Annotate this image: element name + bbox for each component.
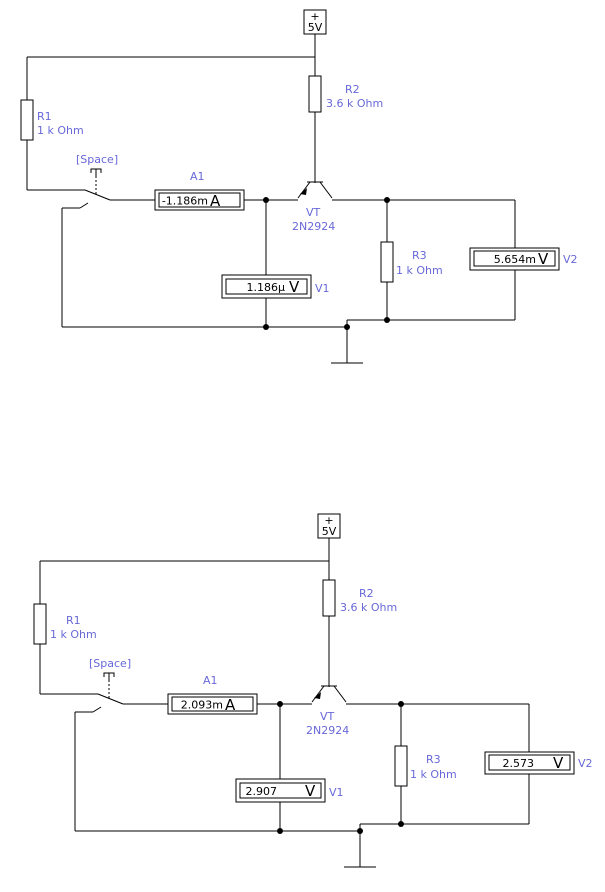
r2-name: R2 [359,587,374,600]
v1-reading: 1.186µ [247,281,286,294]
wires [39,538,530,868]
r2-value: 3.6 k Ohm [340,601,397,614]
r1-value: 1 k Ohm [37,124,84,137]
a1-reading: 2.093m [181,699,223,712]
a1-name: A1 [190,170,205,183]
r3-value: 1 k Ohm [410,768,457,781]
resistor-r3[interactable]: R3 1 k Ohm [394,745,457,787]
junction-dots [263,197,390,330]
voltmeter-v2[interactable]: 2.573 V V2 [484,751,593,775]
voltmeter-v1[interactable]: 1.186µ V V1 [221,274,330,299]
transistor-name: VT [320,710,335,723]
ammeter-a1[interactable]: A1 -1.186m A [154,170,245,211]
v1-unit: V [305,782,316,800]
switch-key-label: [Space] [89,657,131,670]
resistor-r3[interactable]: R3 1 k Ohm [380,241,443,283]
r2-value: 3.6 k Ohm [326,97,383,110]
r1-name: R1 [37,110,52,123]
ammeter-a1[interactable]: A1 2.093m A [167,674,258,715]
r1-name: R1 [66,614,81,627]
source-label: 5V [322,525,337,538]
v2-reading: 5.654m [494,253,536,266]
resistor-r1[interactable]: R1 1 k Ohm [33,603,97,645]
v1-name: V1 [329,786,344,799]
a1-reading: -1.186m [162,195,208,208]
junction-dots [277,701,404,834]
resistor-r2[interactable]: R2 3.6 k Ohm [308,75,383,113]
voltmeter-v1[interactable]: 2.907 V V1 [235,778,344,803]
resistor-r2[interactable]: R2 3.6 k Ohm [322,579,397,617]
v1-unit: V [289,278,300,296]
r1-value: 1 k Ohm [50,628,97,641]
wires [26,34,516,364]
r2-name: R2 [345,83,360,96]
switch-key-label: [Space] [76,153,118,166]
source-plus: + [310,10,319,23]
circuit-2: + 5V [33,513,593,868]
voltmeter-v2[interactable]: 5.654m V V2 [469,247,578,271]
transistor-model: 2N2924 [306,724,349,737]
transistor-name: VT [306,206,321,219]
a1-name: A1 [203,674,218,687]
circuit-1: + 5V [20,9,578,364]
power-source-5v[interactable]: + 5V [317,513,341,539]
switch-space[interactable]: [Space] [76,153,118,209]
switch-space[interactable]: [Space] [89,657,131,713]
v1-reading: 2.907 [246,785,278,798]
source-label: 5V [308,21,323,34]
transistor-vt[interactable]: VT 2N2924 [306,685,349,737]
v2-name: V2 [563,253,578,266]
v2-unit: V [553,754,564,772]
transistor-model: 2N2924 [292,220,335,233]
v2-unit: V [538,250,549,268]
power-source-5v[interactable]: + 5V [303,9,327,35]
a1-unit: A [210,192,221,210]
v2-reading: 2.573 [503,757,535,770]
r3-value: 1 k Ohm [396,264,443,277]
source-plus: + [324,514,333,527]
v2-name: V2 [578,757,593,770]
r3-name: R3 [412,249,427,262]
v1-name: V1 [315,282,330,295]
a1-unit: A [225,696,236,714]
r3-name: R3 [426,753,441,766]
transistor-vt[interactable]: VT 2N2924 [292,181,335,233]
resistor-r1[interactable]: R1 1 k Ohm [20,99,84,141]
